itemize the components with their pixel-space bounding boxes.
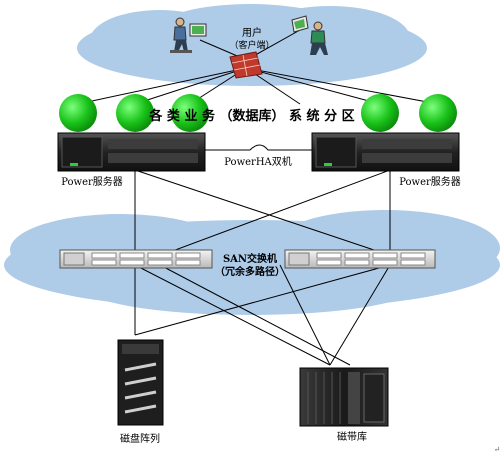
san-label-line2: （冗余多路径） <box>215 265 285 278</box>
disk-array-icon <box>117 339 164 426</box>
san-label-line1: SAN交换机 <box>223 252 277 265</box>
partition-node <box>116 94 154 132</box>
ha-label: PowerHA双机 <box>224 155 292 168</box>
user-label-line1: 用户 <box>242 26 262 39</box>
partition-group <box>59 94 457 132</box>
server-left <box>57 132 206 172</box>
partition-node <box>419 94 457 132</box>
partition-node <box>361 94 399 132</box>
user-label-line2: （客户端） <box>229 39 274 51</box>
user-laptop-icon <box>291 15 328 55</box>
tape-label: 磁带库 <box>337 430 367 443</box>
firewall-icon <box>229 51 263 79</box>
switch-right <box>284 249 436 269</box>
corner-mark: ↵ <box>494 445 501 454</box>
tape-library-icon <box>299 367 389 427</box>
switch-left <box>59 249 213 269</box>
user-workstation-icon <box>170 17 207 53</box>
server-left-label: Power服务器 <box>61 175 123 188</box>
server-right <box>311 132 460 172</box>
partition-node <box>171 94 209 132</box>
user-cloud <box>77 4 427 86</box>
partition-node <box>59 94 97 132</box>
partition-label: 各 类 业 务 （数据库） 系 统 分 区 <box>148 108 354 124</box>
connection-lines <box>77 29 439 366</box>
server-right-label: Power服务器 <box>399 175 461 188</box>
disk-label: 磁盘阵列 <box>120 432 160 445</box>
